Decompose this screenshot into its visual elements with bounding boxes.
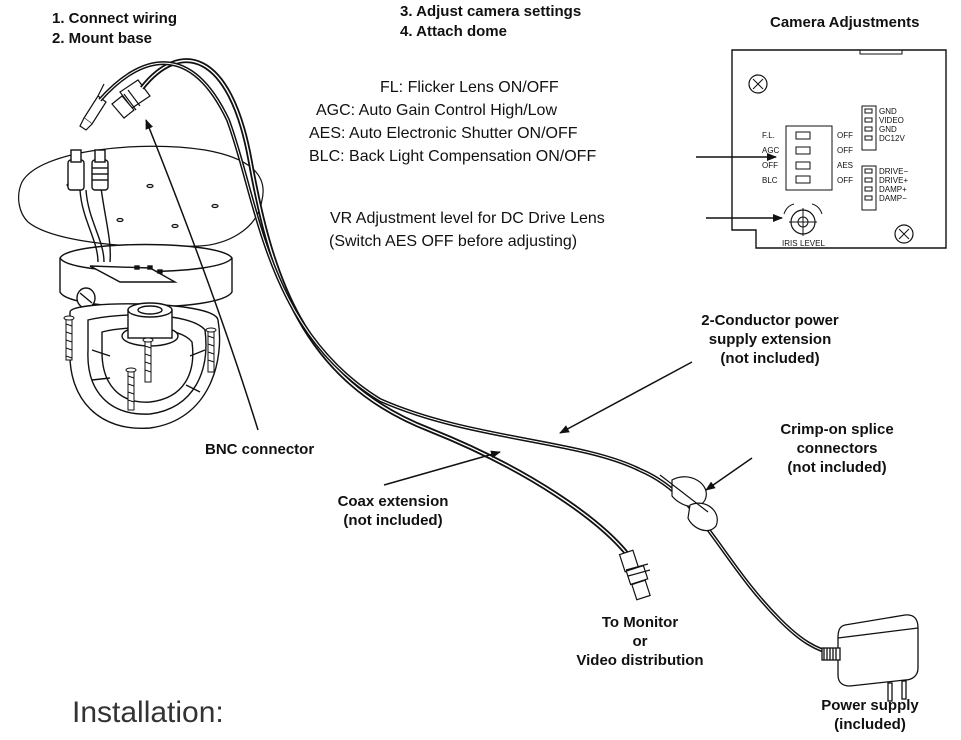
crimp-line-3: (not included)	[787, 459, 887, 476]
switch-state-aes: AES	[837, 161, 853, 170]
coax-extension-label: Coax extension (not included)	[318, 492, 468, 530]
coax-line-1: Coax extension	[337, 493, 449, 510]
setting-blc: BLC: Back Light Compensation ON/OFF	[309, 148, 597, 165]
to-monitor-label: To Monitor or Video distribution	[550, 613, 730, 670]
setting-agc: AGC: Auto Gain Control High/Low	[316, 102, 558, 119]
step-2-label: 2. Mount base	[52, 30, 153, 47]
switch-label-off: OFF	[762, 161, 778, 170]
terminal-drive-minus: DRIVE−	[879, 167, 908, 176]
camera-cable-tails	[67, 149, 112, 263]
terminal-gnd-1: GND	[879, 107, 897, 116]
vr-adjustment-line1: VR Adjustment level for DC Drive Lens	[330, 210, 605, 227]
bnc-plug-monitor	[618, 549, 651, 601]
power-cable	[98, 61, 839, 657]
panel-title: Camera Adjustments	[770, 14, 920, 31]
monitor-line-3: Video distribution	[576, 652, 704, 669]
monitor-line-1: To Monitor	[601, 614, 679, 631]
mounting-screws	[63, 315, 217, 411]
setting-fl: FL: Flicker Lens ON/OFF	[380, 79, 559, 96]
power-supply-line-2: (included)	[834, 716, 906, 733]
step-1-label: 1. Connect wiring	[52, 10, 178, 27]
power-supply-label: Power supply (included)	[800, 696, 940, 734]
terminal-drive-plus: DRIVE+	[879, 176, 908, 185]
switch-state-fl: OFF	[837, 131, 853, 140]
dc-plug	[79, 83, 107, 131]
terminal-damp-plus: DAMP+	[879, 185, 907, 194]
crimp-splice-label: Crimp-on splice connectors (not included…	[752, 420, 922, 477]
power-supply-line-1: Power supply	[821, 697, 919, 714]
setting-aes: AES: Auto Electronic Shutter ON/OFF	[309, 125, 578, 142]
step-4-label: 4. Attach dome	[400, 23, 507, 40]
terminal-dc12v: DC12V	[879, 134, 905, 143]
crimp-line-1: Crimp-on splice	[780, 421, 894, 438]
switch-label-fl: F.L.	[762, 131, 775, 140]
mounting-plate	[18, 145, 264, 248]
bnc-connector-label: BNC connector	[205, 441, 315, 458]
callout-arrows	[145, 119, 783, 491]
iris-label: IRIS	[782, 239, 798, 248]
conductor-extension-label: 2-Conductor power supply extension (not …	[670, 311, 870, 368]
terminal-gnd-2: GND	[879, 125, 897, 134]
terminal-damp-minus: DAMP−	[879, 194, 907, 203]
splice-connectors	[659, 474, 718, 532]
vr-adjustment-line2: (Switch AES OFF before adjusting)	[329, 233, 578, 250]
power-supply	[821, 614, 919, 702]
level-label: LEVEL	[800, 239, 825, 248]
switch-label-agc: AGC	[762, 146, 780, 155]
camera-adjustments-panel	[731, 49, 947, 249]
switch-state-blc: OFF	[837, 176, 853, 185]
step-3-label: 3. Adjust camera settings	[400, 3, 582, 20]
camera-dome	[59, 243, 233, 429]
monitor-line-2: or	[632, 633, 648, 650]
installation-title: Installation:	[72, 696, 224, 729]
coax-line-2: (not included)	[343, 512, 443, 529]
conductor-line-1: 2-Conductor power	[701, 312, 839, 329]
crimp-line-2: connectors	[796, 440, 878, 457]
panel-switch-labels: F.L. AGC OFF BLC OFF OFF AES OFF GND VID…	[762, 107, 908, 248]
conductor-line-2: supply extension	[708, 331, 832, 348]
terminal-video: VIDEO	[879, 116, 904, 125]
switch-state-agc: OFF	[837, 146, 853, 155]
switch-label-blc: BLC	[762, 176, 778, 185]
conductor-line-3: (not included)	[720, 350, 820, 367]
